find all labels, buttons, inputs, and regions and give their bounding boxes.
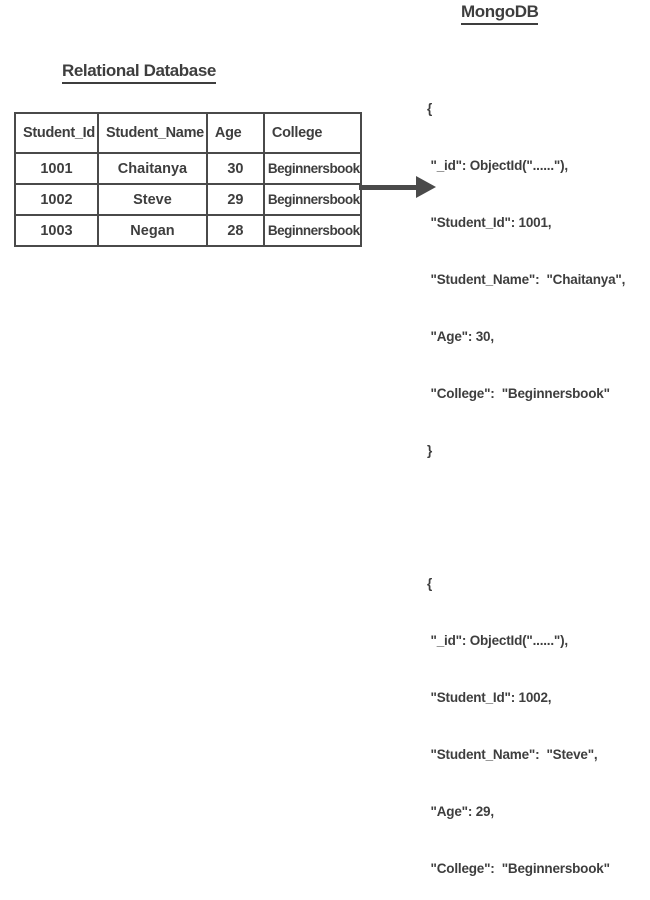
table-row: 1002 Steve 29 Beginnersbook — [14, 183, 362, 216]
table-cell: Negan — [97, 214, 208, 247]
table-cell: 30 — [205, 152, 265, 185]
table-row: 1003 Negan 28 Beginnersbook — [14, 214, 362, 247]
json-document: { "_id": ObjectId("......"), "Student_Id… — [427, 61, 625, 498]
json-line: { — [427, 101, 433, 116]
table-cell: 1001 — [14, 152, 99, 185]
students-table: Student_Id Student_Name Age College 1001… — [14, 112, 362, 247]
json-line: "Age": 30, — [427, 329, 495, 344]
json-document: { "_id": ObjectId("......"), "Student_Id… — [427, 536, 625, 900]
json-line: "Student_Id": 1002, — [427, 690, 552, 705]
table-row: 1001 Chaitanya 30 Beginnersbook — [14, 152, 362, 185]
mongodb-documents: { "_id": ObjectId("......"), "Student_Id… — [427, 23, 625, 900]
header-cell-student-id: Student_Id — [14, 112, 99, 154]
table-header-row: Student_Id Student_Name Age College — [14, 112, 362, 154]
json-line: } — [427, 443, 433, 458]
table-cell: 1002 — [14, 183, 99, 216]
arrow-shaft — [359, 185, 417, 190]
right-arrow-icon — [359, 175, 437, 199]
json-line: "College": "Beginnersbook" — [427, 861, 610, 876]
table-cell: 28 — [205, 214, 265, 247]
json-line: "College": "Beginnersbook" — [427, 386, 610, 401]
table-cell: 1003 — [14, 214, 99, 247]
header-cell-student-name: Student_Name — [97, 112, 208, 154]
table-cell: Chaitanya — [97, 152, 208, 185]
json-line: "_id": ObjectId("......"), — [427, 633, 569, 648]
mongodb-title: MongoDB — [461, 2, 539, 25]
json-line: "_id": ObjectId("......"), — [427, 158, 569, 173]
arrow-head — [416, 176, 436, 198]
table-cell: Beginnersbook — [262, 183, 362, 216]
table-cell: 29 — [205, 183, 265, 216]
header-cell-age: Age — [205, 112, 265, 154]
table-cell: Steve — [97, 183, 208, 216]
json-line: "Student_Name": "Chaitanya", — [427, 272, 626, 287]
json-line: "Age": 29, — [427, 804, 495, 819]
header-cell-college: College — [262, 112, 362, 154]
json-line: { — [427, 576, 433, 591]
json-line: "Student_Id": 1001, — [427, 215, 552, 230]
relational-database-title: Relational Database — [62, 61, 216, 84]
json-line: "Student_Name": "Steve", — [427, 747, 598, 762]
table-cell: Beginnersbook — [262, 152, 362, 185]
table-cell: Beginnersbook — [262, 214, 362, 247]
